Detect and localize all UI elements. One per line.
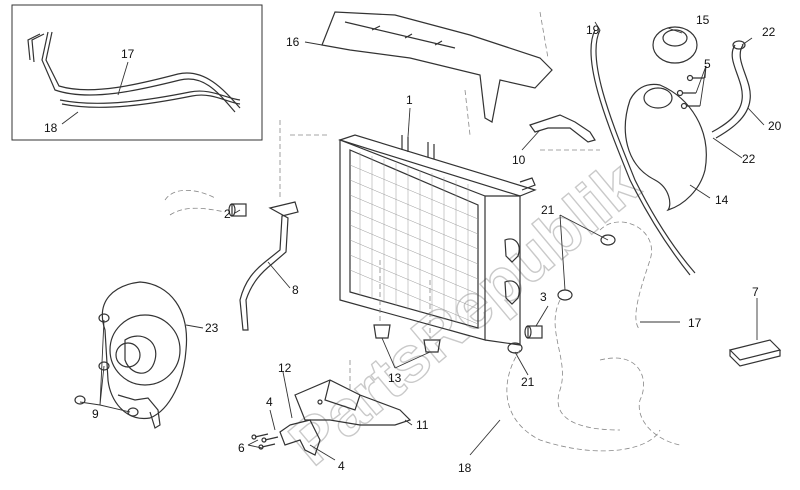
callout-13: 13 [388, 371, 402, 385]
callout-8: 8 [292, 283, 299, 297]
callout-12: 12 [278, 361, 292, 375]
callout-4-bottom: 4 [338, 459, 345, 473]
callout-17-main: 17 [688, 316, 702, 330]
part-2-fitting [228, 203, 247, 217]
callout-21-bottom: 21 [521, 375, 535, 389]
callout-labels: 17 18 16 1 2 8 23 9 13 12 4 4 6 11 10 19… [44, 13, 782, 475]
part-8-bracket [239, 201, 299, 331]
inset-hose [27, 31, 241, 113]
part-13-grommets [373, 324, 441, 353]
part-11-bracket [294, 379, 412, 426]
callout-23: 23 [205, 321, 219, 335]
inset-frame [11, 4, 263, 141]
callout-22-bottom: 22 [742, 152, 756, 166]
part-10-bracket [529, 114, 596, 143]
part-20-hose [711, 40, 751, 139]
part-1-radiator [338, 134, 537, 346]
callout-20: 20 [768, 119, 782, 133]
part-15-tank-cap [652, 26, 698, 64]
callout-9: 9 [92, 407, 99, 421]
part-14-expansion-tank [624, 83, 707, 212]
callout-22-top: 22 [762, 25, 776, 39]
callout-19: 19 [586, 23, 600, 37]
callout-1: 1 [406, 93, 413, 107]
left-hose-ghost [164, 189, 226, 216]
callout-11: 11 [416, 418, 429, 432]
part-5-screws [676, 74, 704, 110]
callout-4-top: 4 [266, 395, 273, 409]
watermark: PartsRepublik [276, 147, 652, 479]
callout-18-main: 18 [458, 461, 472, 475]
callout-10: 10 [512, 153, 526, 167]
part-23-cooling-fan [101, 281, 188, 429]
callout-18-inset: 18 [44, 121, 58, 135]
lower-hoses-ghost [506, 221, 681, 452]
callout-3: 3 [540, 290, 547, 304]
callout-2: 2 [224, 207, 231, 221]
leader-lines [61, 21, 765, 461]
part-16-duct-cover [321, 11, 553, 123]
assembly-guides [279, 11, 600, 390]
part-7-pad [728, 339, 782, 367]
callout-14: 14 [715, 193, 729, 207]
callout-21-top: 21 [541, 203, 555, 217]
callout-6: 6 [238, 441, 245, 455]
callout-7: 7 [752, 285, 759, 299]
callout-17-inset: 17 [121, 47, 135, 61]
part-3-fitting [524, 325, 543, 339]
callout-5: 5 [704, 57, 711, 71]
part-19-vent-hose [590, 29, 691, 276]
part-12-bracket [279, 419, 321, 456]
callout-15: 15 [696, 13, 710, 27]
callout-16: 16 [286, 35, 300, 49]
